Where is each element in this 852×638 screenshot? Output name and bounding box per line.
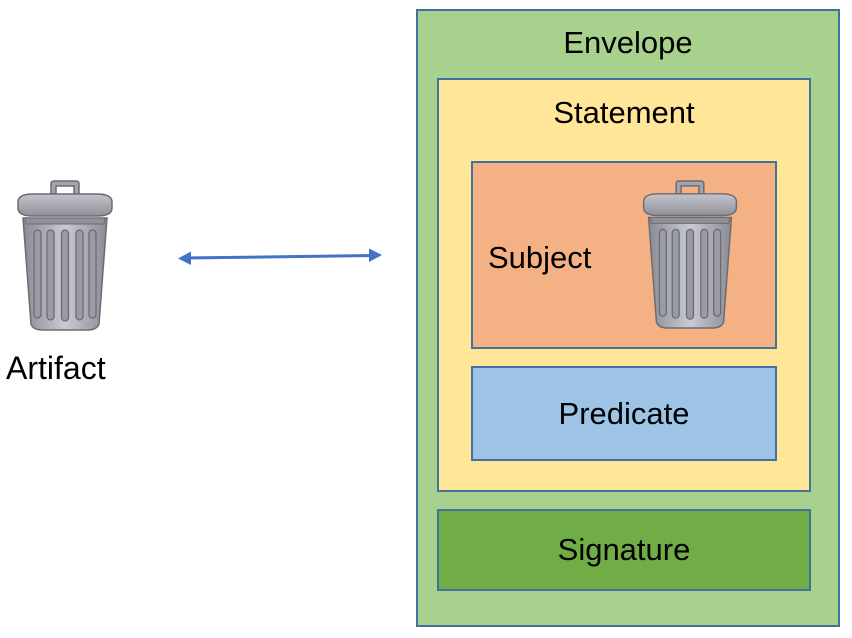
signature-label: Signature — [557, 532, 691, 567]
statement-label: Statement — [553, 95, 695, 130]
subject-box: Subject — [471, 161, 777, 349]
artifact-label: Artifact — [6, 350, 106, 386]
arrow-head-left — [178, 251, 191, 265]
arrow-shaft — [183, 254, 375, 260]
subject-trash-can-icon — [638, 180, 742, 330]
arrow-head-right — [369, 248, 382, 262]
artifact-trash-can-icon — [12, 180, 118, 332]
envelope-label: Envelope — [563, 25, 693, 60]
subject-label: Subject — [488, 240, 592, 275]
bidirectional-arrow — [178, 248, 382, 265]
predicate-label: Predicate — [558, 396, 690, 431]
predicate-box: Predicate — [471, 366, 777, 461]
signature-box: Signature — [437, 509, 811, 591]
